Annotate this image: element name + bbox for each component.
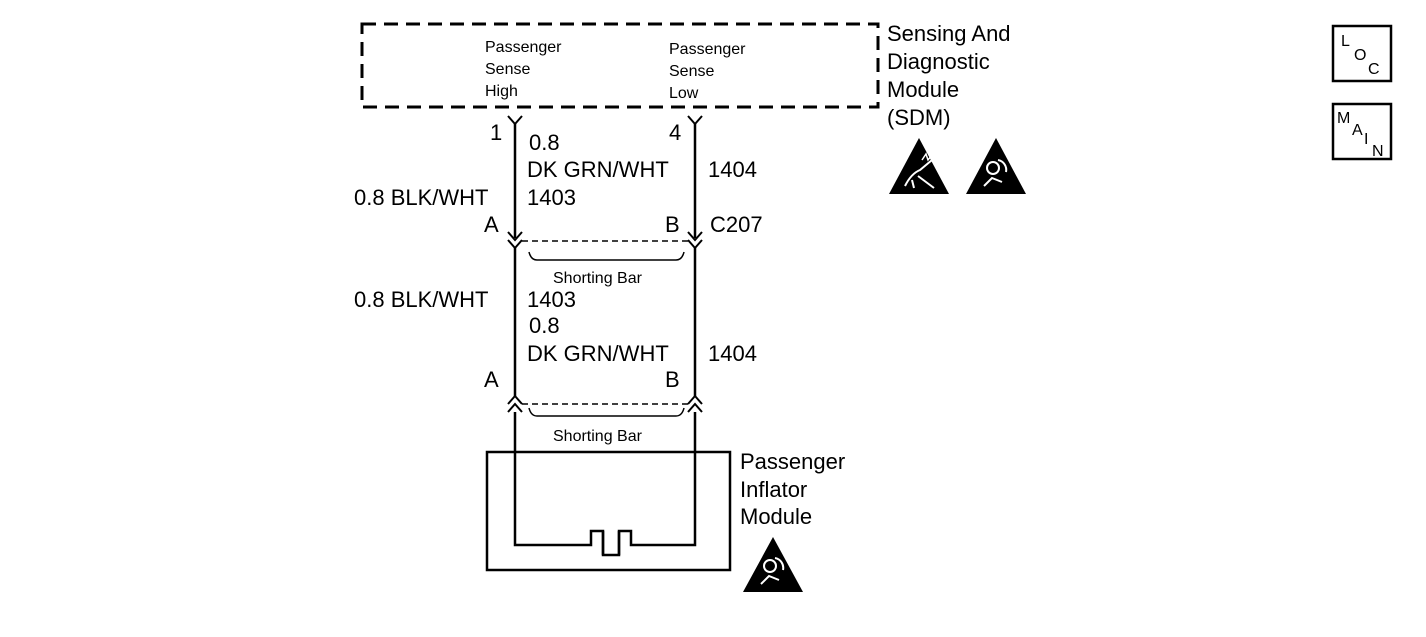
module-terminal-a-glyph <box>507 394 523 413</box>
main-letter-i: I <box>1364 131 1368 148</box>
module-shorting-bar-bracket <box>528 407 685 417</box>
sdm-pin-low-label: Passenger Sense Low <box>669 41 746 102</box>
esd-caution-icon <box>889 138 949 194</box>
svg-text:Module: Module <box>740 504 812 529</box>
wire-1404-upper-color: DK GRN/WHT <box>527 157 669 182</box>
main-button[interactable]: M A I N <box>1331 102 1393 161</box>
wire-1404-upper-circuit: 1404 <box>708 157 757 182</box>
inflator-module-box <box>485 450 732 572</box>
sdm-box <box>360 22 880 109</box>
inflator-squib-icon <box>601 531 621 555</box>
inflator-module-title: Passenger Inflator Module <box>740 449 845 529</box>
svg-text:Passenger: Passenger <box>740 449 845 474</box>
wire-1404-lower-size: 0.8 <box>529 313 560 338</box>
sdm-terminal-high <box>507 115 523 126</box>
pin-number-low: 4 <box>669 120 681 145</box>
wire-1404-upper-size: 0.8 <box>529 130 560 155</box>
loc-letter-o: O <box>1354 47 1366 64</box>
module-terminal-b: B <box>665 367 680 392</box>
wire-1403-lower-circuit: 1403 <box>527 287 576 312</box>
c207-shorting-bar-label: Shorting Bar <box>553 270 643 287</box>
sdm-title: Sensing And Diagnostic Module (SDM) <box>887 21 1011 130</box>
svg-text:(SDM): (SDM) <box>887 105 951 130</box>
module-shorting-bar-label: Shorting Bar <box>553 428 643 445</box>
pin-number-high: 1 <box>490 120 502 145</box>
module-terminal-a: A <box>484 367 499 392</box>
loc-letter-l: L <box>1341 33 1350 50</box>
loc-letter-c: C <box>1368 61 1380 78</box>
wire-1404-lower-color: DK GRN/WHT <box>527 341 669 366</box>
svg-text:Sensing And: Sensing And <box>887 21 1011 46</box>
svg-text:Module: Module <box>887 77 959 102</box>
svg-text:Passenger: Passenger <box>669 41 746 58</box>
sdm-pin-high-label: Passenger Sense High <box>485 39 562 100</box>
loc-button[interactable]: L O C <box>1331 24 1393 83</box>
airbag-caution-icon <box>743 537 803 592</box>
wire-1403-upper-label: 0.8 BLK/WHT <box>354 185 488 210</box>
main-letter-m: M <box>1337 110 1350 127</box>
c207-terminal-a: A <box>484 212 499 237</box>
svg-text:Inflator: Inflator <box>740 477 807 502</box>
wire-1403-upper-circuit: 1403 <box>527 185 576 210</box>
svg-text:Low: Low <box>669 85 699 102</box>
svg-text:Sense: Sense <box>485 61 530 78</box>
main-letter-a: A <box>1352 122 1363 139</box>
main-letter-n: N <box>1372 143 1384 160</box>
wire-1404-lower-circuit: 1404 <box>708 341 757 366</box>
svg-text:Passenger: Passenger <box>485 39 562 56</box>
sdm-terminal-low <box>687 115 703 126</box>
c207-name: C207 <box>710 212 763 237</box>
svg-text:Sense: Sense <box>669 63 714 80</box>
svg-text:Diagnostic: Diagnostic <box>887 49 990 74</box>
airbag-caution-icon <box>966 138 1026 194</box>
inflator-squib-circuit <box>513 412 697 557</box>
c207-terminal-b: B <box>665 212 680 237</box>
c207-shorting-bar-bracket <box>528 251 685 261</box>
module-terminal-b-glyph <box>687 394 703 413</box>
svg-text:High: High <box>485 83 518 100</box>
wire-1403-lower-label: 0.8 BLK/WHT <box>354 287 488 312</box>
